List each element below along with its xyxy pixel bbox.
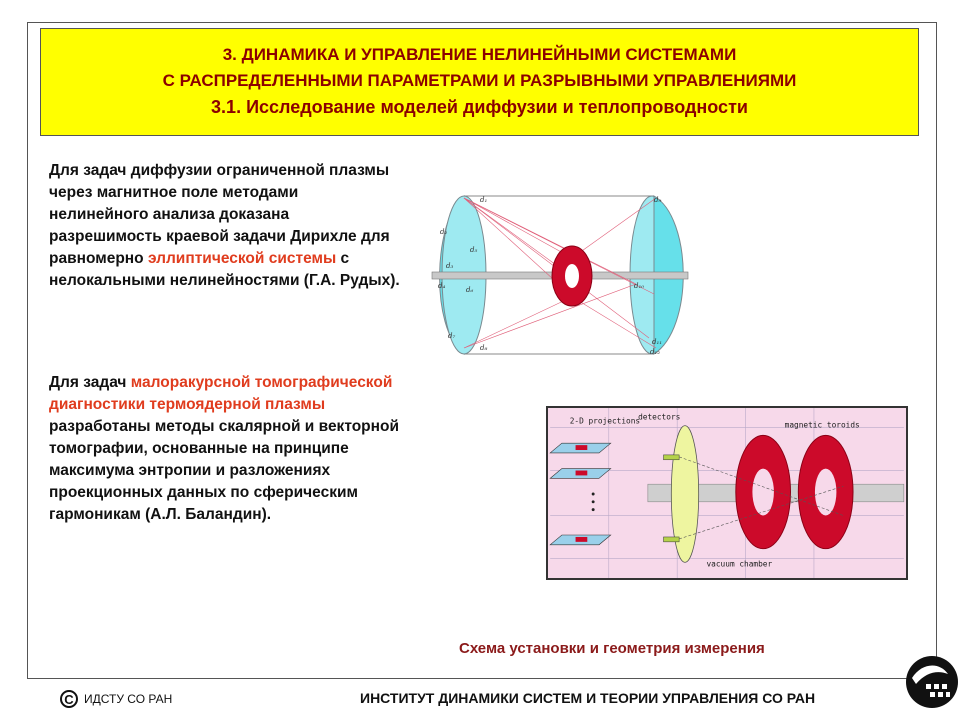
paragraph-tomography: Для задач малоракурсной томографической … — [49, 372, 401, 526]
slide-frame — [27, 22, 937, 679]
label-d12: d₁₂ — [650, 348, 660, 356]
label-d2: d₂ — [440, 228, 447, 236]
figure-caption: Схема установки и геометрия измерения — [459, 640, 765, 657]
label-d1: d₁ — [480, 196, 487, 204]
institute-name: ИНСТИТУТ ДИНАМИКИ СИСТЕМ И ТЕОРИИ УПРАВЛ… — [360, 690, 816, 706]
paragraph-diffusion-highlight: эллиптической системы — [147, 250, 337, 267]
paragraph-diffusion: Для задач диффузии ограниченной плазмы ч… — [49, 160, 401, 292]
subtitle: 3.1. Исследование моделей диффузии и теп… — [211, 97, 748, 117]
paragraph-tomography-highlight: малоракурсной томографической диагностик… — [49, 374, 393, 413]
title-line-1: 3. ДИНАМИКА И УПРАВЛЕНИЕ НЕЛИНЕЙНЫМИ СИС… — [222, 45, 737, 64]
view-lines — [679, 456, 844, 540]
paragraph-tomography-text-a: Для задач — [49, 374, 131, 391]
chamber-label: vacuum chamber — [706, 559, 772, 568]
label-d3: d₃ — [446, 262, 453, 270]
detectors — [663, 454, 680, 543]
title-line-2: С РАСПРЕДЕЛЕННЫМИ ПАРАМЕТРАМИ И РАЗРЫВНЫ… — [162, 71, 797, 90]
paragraph-diffusion-text-a: Для задач диффузии ограниченной плазмы ч… — [49, 162, 390, 267]
toroids-label: magnetic toroids — [785, 421, 860, 430]
paragraph-diffusion-text-b: с нелокальными нелинейностями (Г.А. Руды… — [49, 250, 400, 289]
detectors-label: detectors — [638, 413, 680, 422]
label-d8: d₈ — [480, 344, 487, 352]
projections-label: 2-D projections — [570, 417, 640, 426]
label-d6: d₆ — [466, 286, 473, 294]
tomography-setup-figure: 2-D projections detectors magnetic toroi… — [546, 406, 908, 580]
projection-plates — [549, 442, 612, 546]
copyright-icon: C — [60, 690, 78, 708]
title-banner: 3. ДИНАМИКА И УПРАВЛЕНИЕ НЕЛИНЕЙНЫМИ СИС… — [40, 28, 919, 136]
label-d11: d₁₁ — [652, 338, 662, 346]
label-d9: d₉ — [654, 196, 661, 204]
institute-logo-icon — [906, 656, 958, 708]
label-d7: d₇ — [448, 332, 455, 340]
label-d5: d₅ — [470, 246, 477, 254]
toroid-hole — [565, 264, 579, 288]
footer-left: C ИДСТУ СО РАН — [60, 690, 172, 708]
paragraph-tomography-text-b: разработаны методы скалярной и векторной… — [49, 418, 399, 523]
label-d10: d₁₀ — [634, 282, 644, 290]
org-short: ИДСТУ СО РАН — [84, 692, 173, 706]
plasma-cylinder-figure: d₁ d₂ d₃ d₄ d₅ d₆ d₇ d₈ d₉ d₁₀ d₁₁ d₁₂ — [431, 195, 689, 356]
label-d4: d₄ — [438, 282, 445, 290]
